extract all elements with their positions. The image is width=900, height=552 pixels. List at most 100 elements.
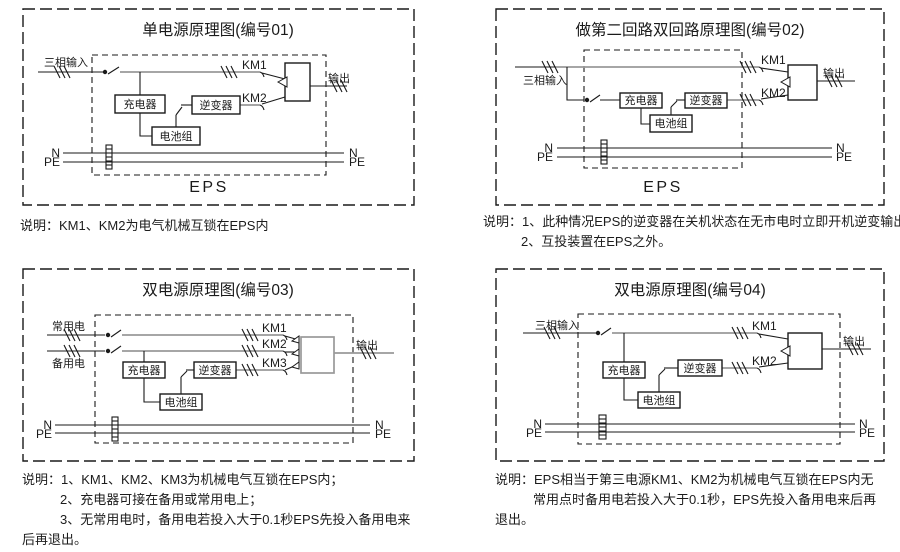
neutral-ground-lines <box>63 144 344 170</box>
note-panel-04: 说明：EPS相当于第三电源KM1、KM2为机械电气互锁在EPS内无 常用点时备用… <box>495 470 876 530</box>
wires <box>523 326 871 401</box>
n-label-left: N <box>544 141 553 155</box>
charger-box: 充电器 <box>602 361 646 379</box>
transfer-arrow-icon <box>290 348 300 357</box>
inverter-label: 逆变器 <box>199 363 232 377</box>
transfer-arrow-icon <box>276 76 288 88</box>
circuit-diagram-02: 做第二回路双回路原理图(编号02) 三相输入 <box>495 8 885 206</box>
junction-dot <box>584 97 590 103</box>
note-line: 常用点时备用电若投入大于0.1秒，EPS先投入备用电来后再 <box>533 492 877 507</box>
neutral-ground-lines <box>557 139 832 165</box>
eps-boundary-box <box>577 313 841 445</box>
pe-label-right: PE <box>859 426 875 440</box>
charger-label: 充电器 <box>608 363 641 377</box>
pe-label-right: PE <box>836 150 852 164</box>
note-panel-02: 说明：1、此种情况EPS的逆变器在关机状态在无市电时立即开机逆变输出。 2、互投… <box>483 212 900 252</box>
input-label: 三相输入 <box>523 73 567 87</box>
note-line: 退出。 <box>495 512 535 527</box>
battery-switch-contact <box>180 370 188 378</box>
transfer-arrow-icon <box>290 335 300 344</box>
transfer-arrow-icon <box>779 76 791 88</box>
transfer-switch-box <box>300 336 335 374</box>
note-line: 3、无常用电时，备用电若投入大于0.1秒EPS先投入备用电来 <box>60 512 411 527</box>
km1-label: KM1 <box>761 53 786 67</box>
transfer-switch-box <box>787 64 818 101</box>
pe-label-right: PE <box>349 155 365 169</box>
junction-dot <box>102 69 108 75</box>
junction-dot <box>595 330 601 336</box>
battery-label: 电池组 <box>643 393 676 407</box>
km2-label: KM2 <box>761 86 786 100</box>
battery-switch-contact <box>670 100 678 108</box>
n-label-right: N <box>859 417 868 431</box>
transfer-switch-box <box>284 62 311 102</box>
panel-04: 双电源原理图(编号04) 三相输入 <box>495 268 885 467</box>
eps-boundary-box <box>94 314 354 444</box>
inverter-box: 逆变器 <box>191 95 241 115</box>
circuit-diagram-01: 单电源原理图(编号01) 三相输入 <box>22 8 415 206</box>
inverter-box: 逆变器 <box>677 359 723 377</box>
km1-label: KM1 <box>262 321 287 335</box>
panel-02: 做第二回路双回路原理图(编号02) 三相输入 <box>495 8 885 211</box>
panel-title: 双电源原理图(编号04) <box>614 281 766 299</box>
note-line: 后再退出。 <box>22 532 88 547</box>
km2-label: KM2 <box>752 354 777 368</box>
output-label: 输出 <box>843 334 865 348</box>
n-label-right: N <box>375 418 384 432</box>
neutral-ground-lines <box>545 414 855 440</box>
output-label: 输出 <box>328 71 350 85</box>
input-label: 三相输入 <box>535 318 579 332</box>
battery-box: 电池组 <box>649 114 693 133</box>
transfer-arrow-icon <box>779 345 791 357</box>
input-backup-label: 备用电 <box>52 356 85 370</box>
charger-box: 充电器 <box>114 94 166 114</box>
inverter-label: 逆变器 <box>690 93 723 107</box>
input-label: 三相输入 <box>44 55 88 69</box>
n-label-right: N <box>836 141 845 155</box>
input-normal-label: 常用电 <box>52 320 85 333</box>
charger-box: 充电器 <box>619 92 663 109</box>
battery-label: 电池组 <box>655 116 688 130</box>
pe-label-left: PE <box>44 155 60 169</box>
note-line: 说明：KM1、KM2为电气机械互锁在EPS内 <box>20 218 269 233</box>
circuit-diagram-04: 双电源原理图(编号04) 三相输入 <box>495 268 885 462</box>
n-label-right: N <box>349 146 358 160</box>
inverter-label: 逆变器 <box>200 98 233 112</box>
battery-switch-contact <box>175 106 183 116</box>
km1-label: KM1 <box>752 319 777 333</box>
panel-border <box>495 268 885 462</box>
note-panel-01: 说明：KM1、KM2为电气机械互锁在EPS内 <box>20 216 268 236</box>
battery-switch-contact <box>658 368 666 376</box>
eps-caption: EPS <box>643 179 683 196</box>
panel-title: 做第二回路双回路原理图(编号02) <box>575 21 804 39</box>
eps-boundary-box <box>583 49 743 169</box>
panel-title: 单电源原理图(编号01) <box>142 21 294 39</box>
charger-label: 充电器 <box>128 363 161 377</box>
neutral-ground-lines <box>55 416 370 442</box>
note-panel-03: 说明：1、KM1、KM2、KM3为机械电气互锁在EPS内； 2、充电器可接在备用… <box>22 470 410 550</box>
panel-03: 双电源原理图(编号03) 常用电 备用电 <box>22 268 415 467</box>
km2-label: KM2 <box>242 91 267 105</box>
pe-label-left: PE <box>36 427 52 441</box>
pe-label-left: PE <box>537 150 553 164</box>
n-label-left: N <box>51 146 60 160</box>
panel-border <box>495 8 885 206</box>
battery-box: 电池组 <box>637 391 681 409</box>
inverter-box: 逆变器 <box>193 361 237 379</box>
wires <box>515 60 855 125</box>
transfer-arrow-icon <box>290 361 300 370</box>
battery-label: 电池组 <box>160 129 193 143</box>
km3-label: KM3 <box>262 356 287 370</box>
note-line: 说明：1、此种情况EPS的逆变器在关机状态在无市电时立即开机逆变输出。 <box>483 214 900 229</box>
transfer-switch-box <box>787 332 823 370</box>
switch-contact <box>107 66 120 75</box>
switch-contact <box>589 94 601 103</box>
output-label: 输出 <box>823 66 845 80</box>
note-line: 说明：1、KM1、KM2、KM3为机械电气互锁在EPS内； <box>22 472 344 487</box>
km2-label: KM2 <box>262 337 287 351</box>
n-label-left: N <box>43 418 52 432</box>
charger-box: 充电器 <box>122 361 166 379</box>
battery-box: 电池组 <box>151 126 201 146</box>
note-line: 说明：EPS相当于第三电源KM1、KM2为机械电气互锁在EPS内无 <box>495 472 874 487</box>
